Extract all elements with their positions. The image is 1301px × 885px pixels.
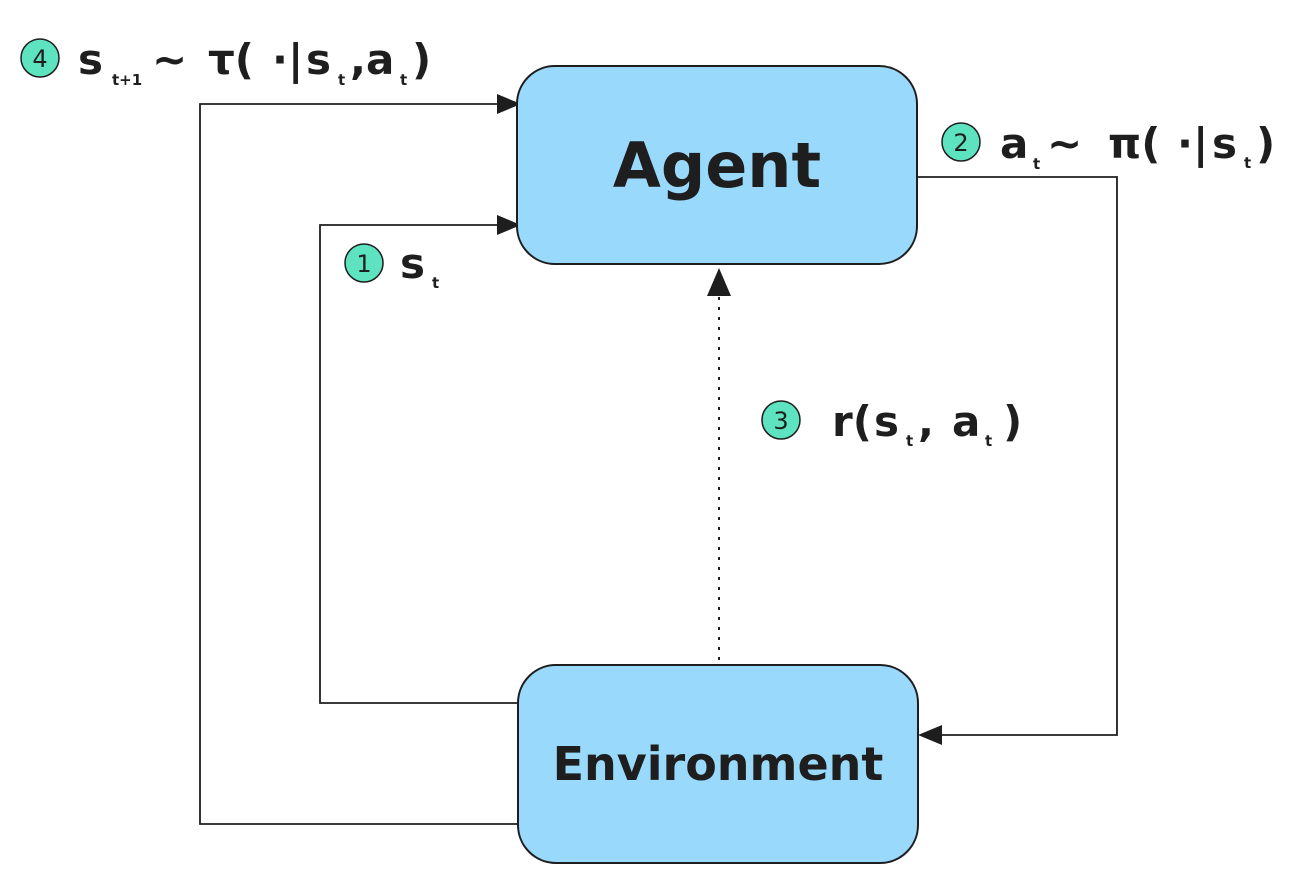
annotation-state: 1 s t xyxy=(344,239,439,292)
action-tilde: ~ xyxy=(1047,119,1082,168)
annotation-reward: 3 r( s t , a t ) xyxy=(761,397,1022,450)
action-a-subscript: t xyxy=(1033,155,1040,173)
transition-s2: s xyxy=(306,35,331,84)
arrow-reward-head xyxy=(707,268,731,296)
transition-tilde: ~ xyxy=(152,35,187,84)
action-policy: π( xyxy=(1108,119,1160,168)
state-subscript: t xyxy=(432,274,439,292)
environment-node[interactable]: Environment xyxy=(517,664,919,864)
agent-node[interactable]: Agent xyxy=(516,65,918,265)
transition-tau: τ( xyxy=(208,35,254,84)
badge-3-number: 3 xyxy=(773,407,788,435)
badge-4-number: 4 xyxy=(32,45,47,73)
annotation-transition: 4 s t+1 ~ τ( ·| s t , a t ) xyxy=(20,35,431,89)
badge-1 xyxy=(344,243,384,283)
transition-s: s xyxy=(78,35,103,84)
badge-2 xyxy=(941,122,981,162)
transition-s-subscript: t+1 xyxy=(112,71,142,89)
badge-2-number: 2 xyxy=(953,129,968,157)
badge-4 xyxy=(20,38,60,78)
transition-close: ) xyxy=(412,35,431,84)
arrow-state-head xyxy=(497,215,521,235)
reward-s: s xyxy=(874,397,899,446)
transition-a: a xyxy=(366,35,394,84)
environment-label: Environment xyxy=(553,737,884,791)
state-symbol: s xyxy=(400,239,425,288)
environment-box xyxy=(517,664,919,864)
reward-r-open: r( xyxy=(832,397,872,446)
reward-close: ) xyxy=(1003,397,1022,446)
annotation-action: 2 a t ~ π( ·| s t ) xyxy=(941,119,1275,173)
reward-a-subscript: t xyxy=(985,432,992,450)
edge-state xyxy=(319,224,518,704)
action-dot-bar: ·| xyxy=(1177,119,1208,168)
action-s-subscript: t xyxy=(1244,154,1251,172)
action-a: a xyxy=(1000,119,1028,168)
edge-transition xyxy=(199,103,518,825)
agent-label: Agent xyxy=(613,129,821,202)
agent-box xyxy=(516,65,918,265)
transition-dot-bar: ·| xyxy=(272,35,303,84)
badge-1-number: 1 xyxy=(356,250,371,278)
action-close: ) xyxy=(1256,119,1275,168)
badge-3 xyxy=(761,400,801,440)
arrow-transition-head xyxy=(497,94,521,114)
action-s: s xyxy=(1212,119,1237,168)
reward-comma: , xyxy=(918,397,934,446)
reward-a: a xyxy=(952,397,980,446)
transition-comma: , xyxy=(350,35,366,84)
transition-a-subscript: t xyxy=(400,71,407,89)
reward-s-subscript: t xyxy=(906,432,913,450)
transition-s2-subscript: t xyxy=(338,71,345,89)
arrow-action-head xyxy=(918,725,942,745)
edge-action xyxy=(918,176,1118,736)
